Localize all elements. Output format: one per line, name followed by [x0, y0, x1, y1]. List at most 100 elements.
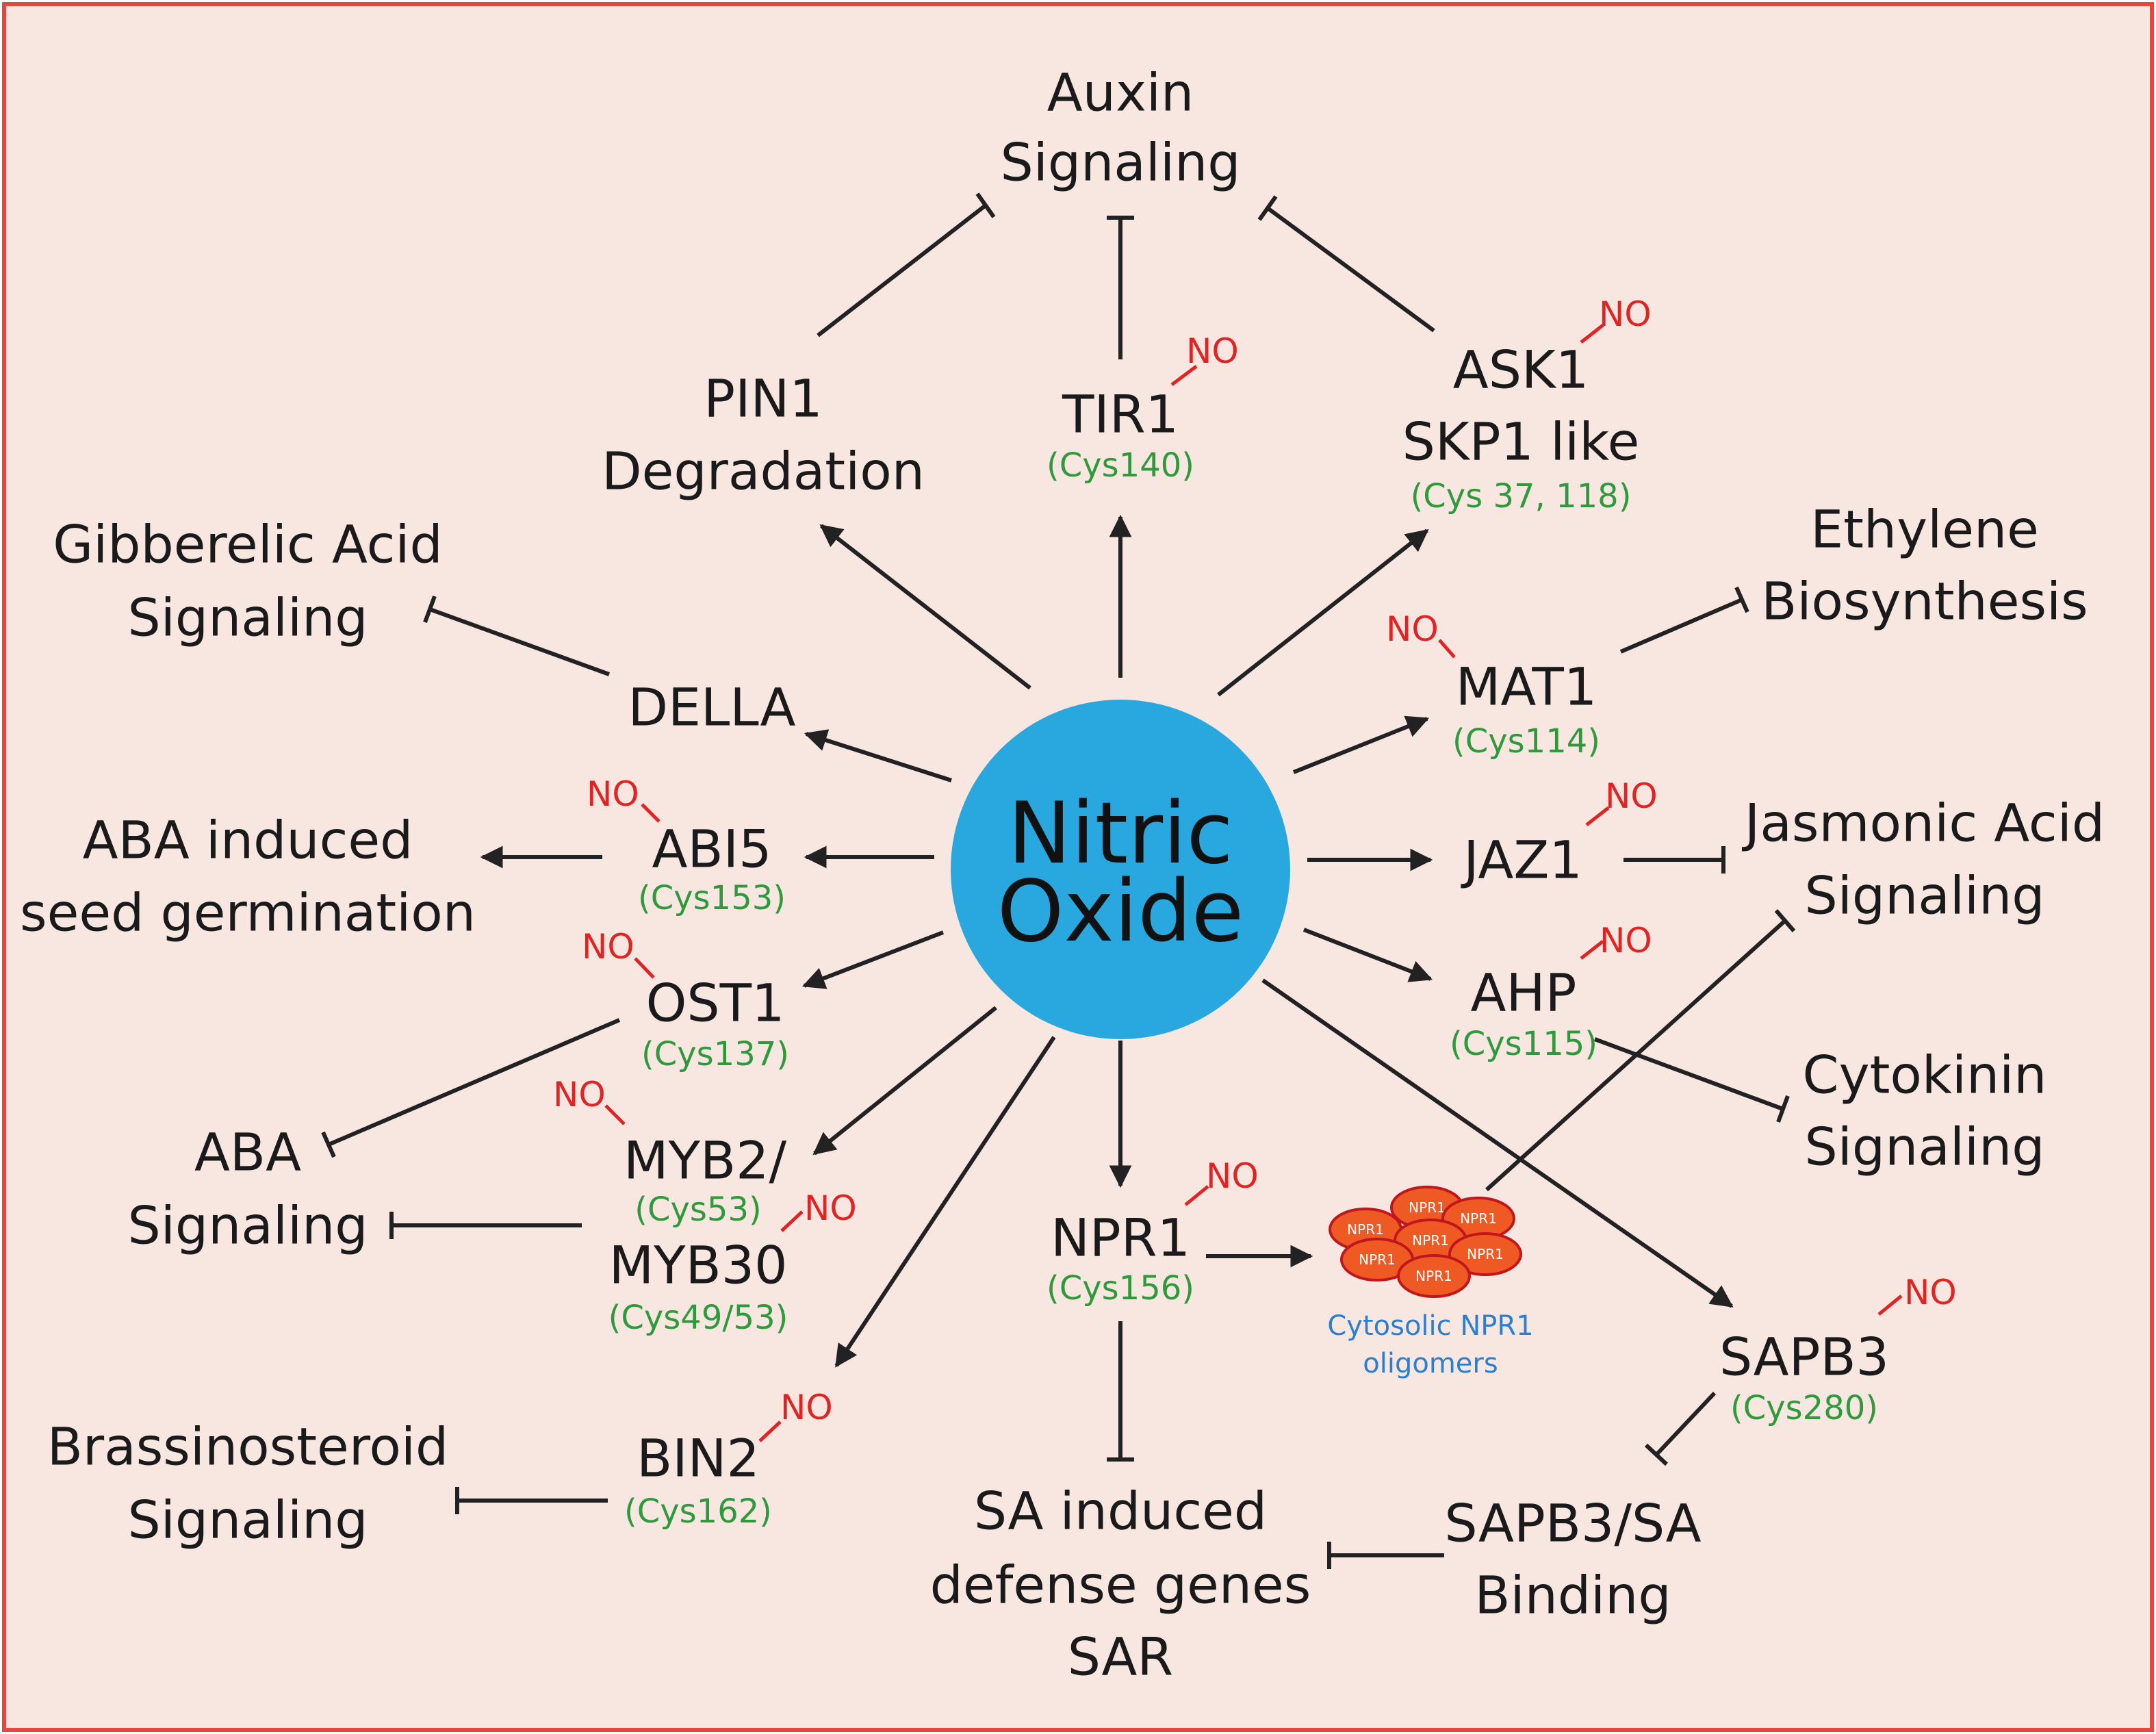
inhibit-della-gibberelic-bar: [423, 595, 437, 624]
inhibit-ask1-auxin-bar: [1257, 195, 1278, 221]
aba-germination-line2: seed germination: [20, 882, 476, 943]
no-bond-ost1: [634, 957, 655, 979]
ethylene-line2: Biosynthesis: [1761, 571, 2088, 632]
aba-germination-line1: ABA induced: [83, 810, 413, 871]
oligomer-unit: NPR1: [1394, 1219, 1467, 1262]
oligomer-unit: NPR1: [1340, 1238, 1414, 1282]
npr1-oligomer-cluster: NPR1 NPR1 NPR1 NPR1 NPR1 NPR1 NPR1 Cytos…: [1327, 1186, 1534, 1379]
pin1-degradation-line1: PIN1: [704, 368, 822, 429]
aba-signaling-line1: ABA: [194, 1122, 301, 1183]
sapb3-cys: (Cys280): [1730, 1389, 1878, 1427]
ask1-skp1-label: SKP1 like: [1402, 411, 1640, 472]
inhibit-sapb3-binding: [1654, 1391, 1717, 1457]
no-label-myb2: NO: [553, 1075, 606, 1114]
aba-signaling-line2: Signaling: [128, 1195, 368, 1256]
cytokinin-line2: Signaling: [1805, 1117, 2045, 1177]
ask1-cys: (Cys 37, 118): [1411, 477, 1632, 515]
svg-text:NPR1: NPR1: [1467, 1246, 1504, 1262]
myb2-label: MYB2/: [624, 1130, 786, 1191]
no-label-mat1: NO: [1386, 609, 1439, 649]
oligomer-unit: NPR1: [1448, 1232, 1522, 1276]
no-marks: NO NO NO NO NO NO NO NO NO NO NO NO: [553, 294, 1957, 1442]
jaz1-label: JAZ1: [1461, 830, 1582, 891]
ethylene-line1: Ethylene: [1810, 499, 2039, 560]
inhibit-ahp-cytokinin: [1593, 1037, 1784, 1111]
myb30-label: MYB30: [609, 1235, 788, 1296]
no-bond-bin2: [758, 1420, 782, 1442]
no-label-jaz1: NO: [1605, 776, 1658, 816]
npr1-cys: (Cys156): [1047, 1269, 1194, 1308]
node-labels: Auxin Signaling PIN1 Degradation TIR1 (C…: [20, 62, 2105, 1687]
no-bond-tir1: [1170, 365, 1198, 386]
jasmonic-line2: Signaling: [1805, 865, 2045, 926]
no-bond-npr1: [1184, 1185, 1209, 1206]
inhibit-oligomers-jasmonic-bar: [1774, 909, 1796, 932]
della-label: DELLA: [628, 677, 796, 738]
auxin-signaling-line1: Auxin: [1047, 62, 1194, 123]
inhibit-ask1-auxin: [1266, 206, 1435, 333]
arrow-hub-myb: [812, 1006, 997, 1156]
ahp-label: AHP: [1471, 962, 1577, 1023]
gibberelic-line2: Signaling: [128, 587, 368, 648]
svg-text:NPR1: NPR1: [1412, 1232, 1449, 1249]
sa-genes-line1: SA induced: [974, 1481, 1267, 1542]
arrow-hub-pin1: [819, 524, 1031, 690]
no-bond-myb30: [780, 1210, 804, 1232]
arrow-hub-sapb3: [1261, 978, 1734, 1308]
no-bond-sapb3: [1877, 1295, 1903, 1316]
oligomer-caption-line2: oligomers: [1363, 1348, 1498, 1379]
svg-text:NPR1: NPR1: [1347, 1221, 1384, 1238]
myb30-cys: (Cys49/53): [608, 1299, 788, 1337]
no-bond-mat1: [1438, 639, 1456, 659]
abi5-cys: (Cys153): [638, 879, 786, 917]
no-label-abi5: NO: [587, 774, 639, 814]
no-label-bin2: NO: [780, 1388, 833, 1427]
ask1-label: ASK1: [1453, 340, 1589, 400]
inhibit-mat1-ethylene: [1619, 598, 1743, 654]
auxin-signaling-line2: Signaling: [1001, 132, 1241, 193]
no-label-tir1: NO: [1186, 331, 1239, 371]
no-bond-ahp: [1580, 940, 1604, 960]
no-label-myb30: NO: [804, 1188, 857, 1228]
svg-text:NPR1: NPR1: [1460, 1210, 1497, 1227]
arrow-hub-bin2: [834, 1036, 1056, 1368]
arrow-hub-ask1: [1217, 528, 1429, 697]
svg-text:NPR1: NPR1: [1409, 1199, 1446, 1216]
inhibit-mat1-ethylene-bar: [1734, 586, 1749, 613]
sa-genes-line3: SAR: [1068, 1627, 1173, 1687]
sa-genes-line2: defense genes: [930, 1555, 1311, 1616]
bin2-label: BIN2: [637, 1428, 760, 1489]
no-bond-abi5: [641, 803, 660, 823]
oligomer-caption-line1: Cytosolic NPR1: [1327, 1310, 1533, 1342]
npr1-label: NPR1: [1051, 1208, 1190, 1268]
no-bond-ask1: [1580, 324, 1604, 344]
hub-label-line1: Nitric: [1008, 785, 1233, 883]
activation-arrows: [480, 514, 1734, 1368]
arrow-hub-della: [804, 729, 952, 782]
tir1-cys: (Cys140): [1047, 446, 1194, 485]
inhibit-oligomers-jasmonic: [1485, 919, 1787, 1192]
inhibit-ahp-cytokinin-bar: [1776, 1095, 1790, 1123]
no-bond-myb2: [604, 1104, 626, 1125]
inhibit-ost1-aba-bar: [321, 1131, 336, 1158]
hub-circle: [951, 700, 1290, 1039]
arrow-hub-mat1: [1292, 715, 1430, 774]
ost1-label: OST1: [646, 973, 785, 1034]
cytokinin-line1: Cytokinin: [1803, 1045, 2047, 1106]
brassino-line1: Brassinosteroid: [47, 1416, 449, 1477]
svg-text:NPR1: NPR1: [1359, 1251, 1396, 1268]
no-label-npr1: NO: [1206, 1156, 1259, 1196]
brassino-line2: Signaling: [128, 1490, 368, 1551]
inhibit-pin1-auxin-bar: [975, 192, 996, 218]
arrow-hub-ahp: [1302, 928, 1433, 982]
jasmonic-line1: Jasmonic Acid: [1742, 793, 2105, 854]
inhibition-lines: [321, 192, 1796, 1569]
tir1-label: TIR1: [1062, 384, 1179, 445]
sapb3-binding-line1: SAPB3/SA: [1444, 1493, 1701, 1554]
bin2-cys: (Cys162): [624, 1492, 772, 1531]
inhibit-sapb3-binding-bar: [1644, 1443, 1669, 1466]
arrow-hub-ost1: [801, 930, 945, 989]
no-label-sapb3: NO: [1904, 1273, 1957, 1312]
